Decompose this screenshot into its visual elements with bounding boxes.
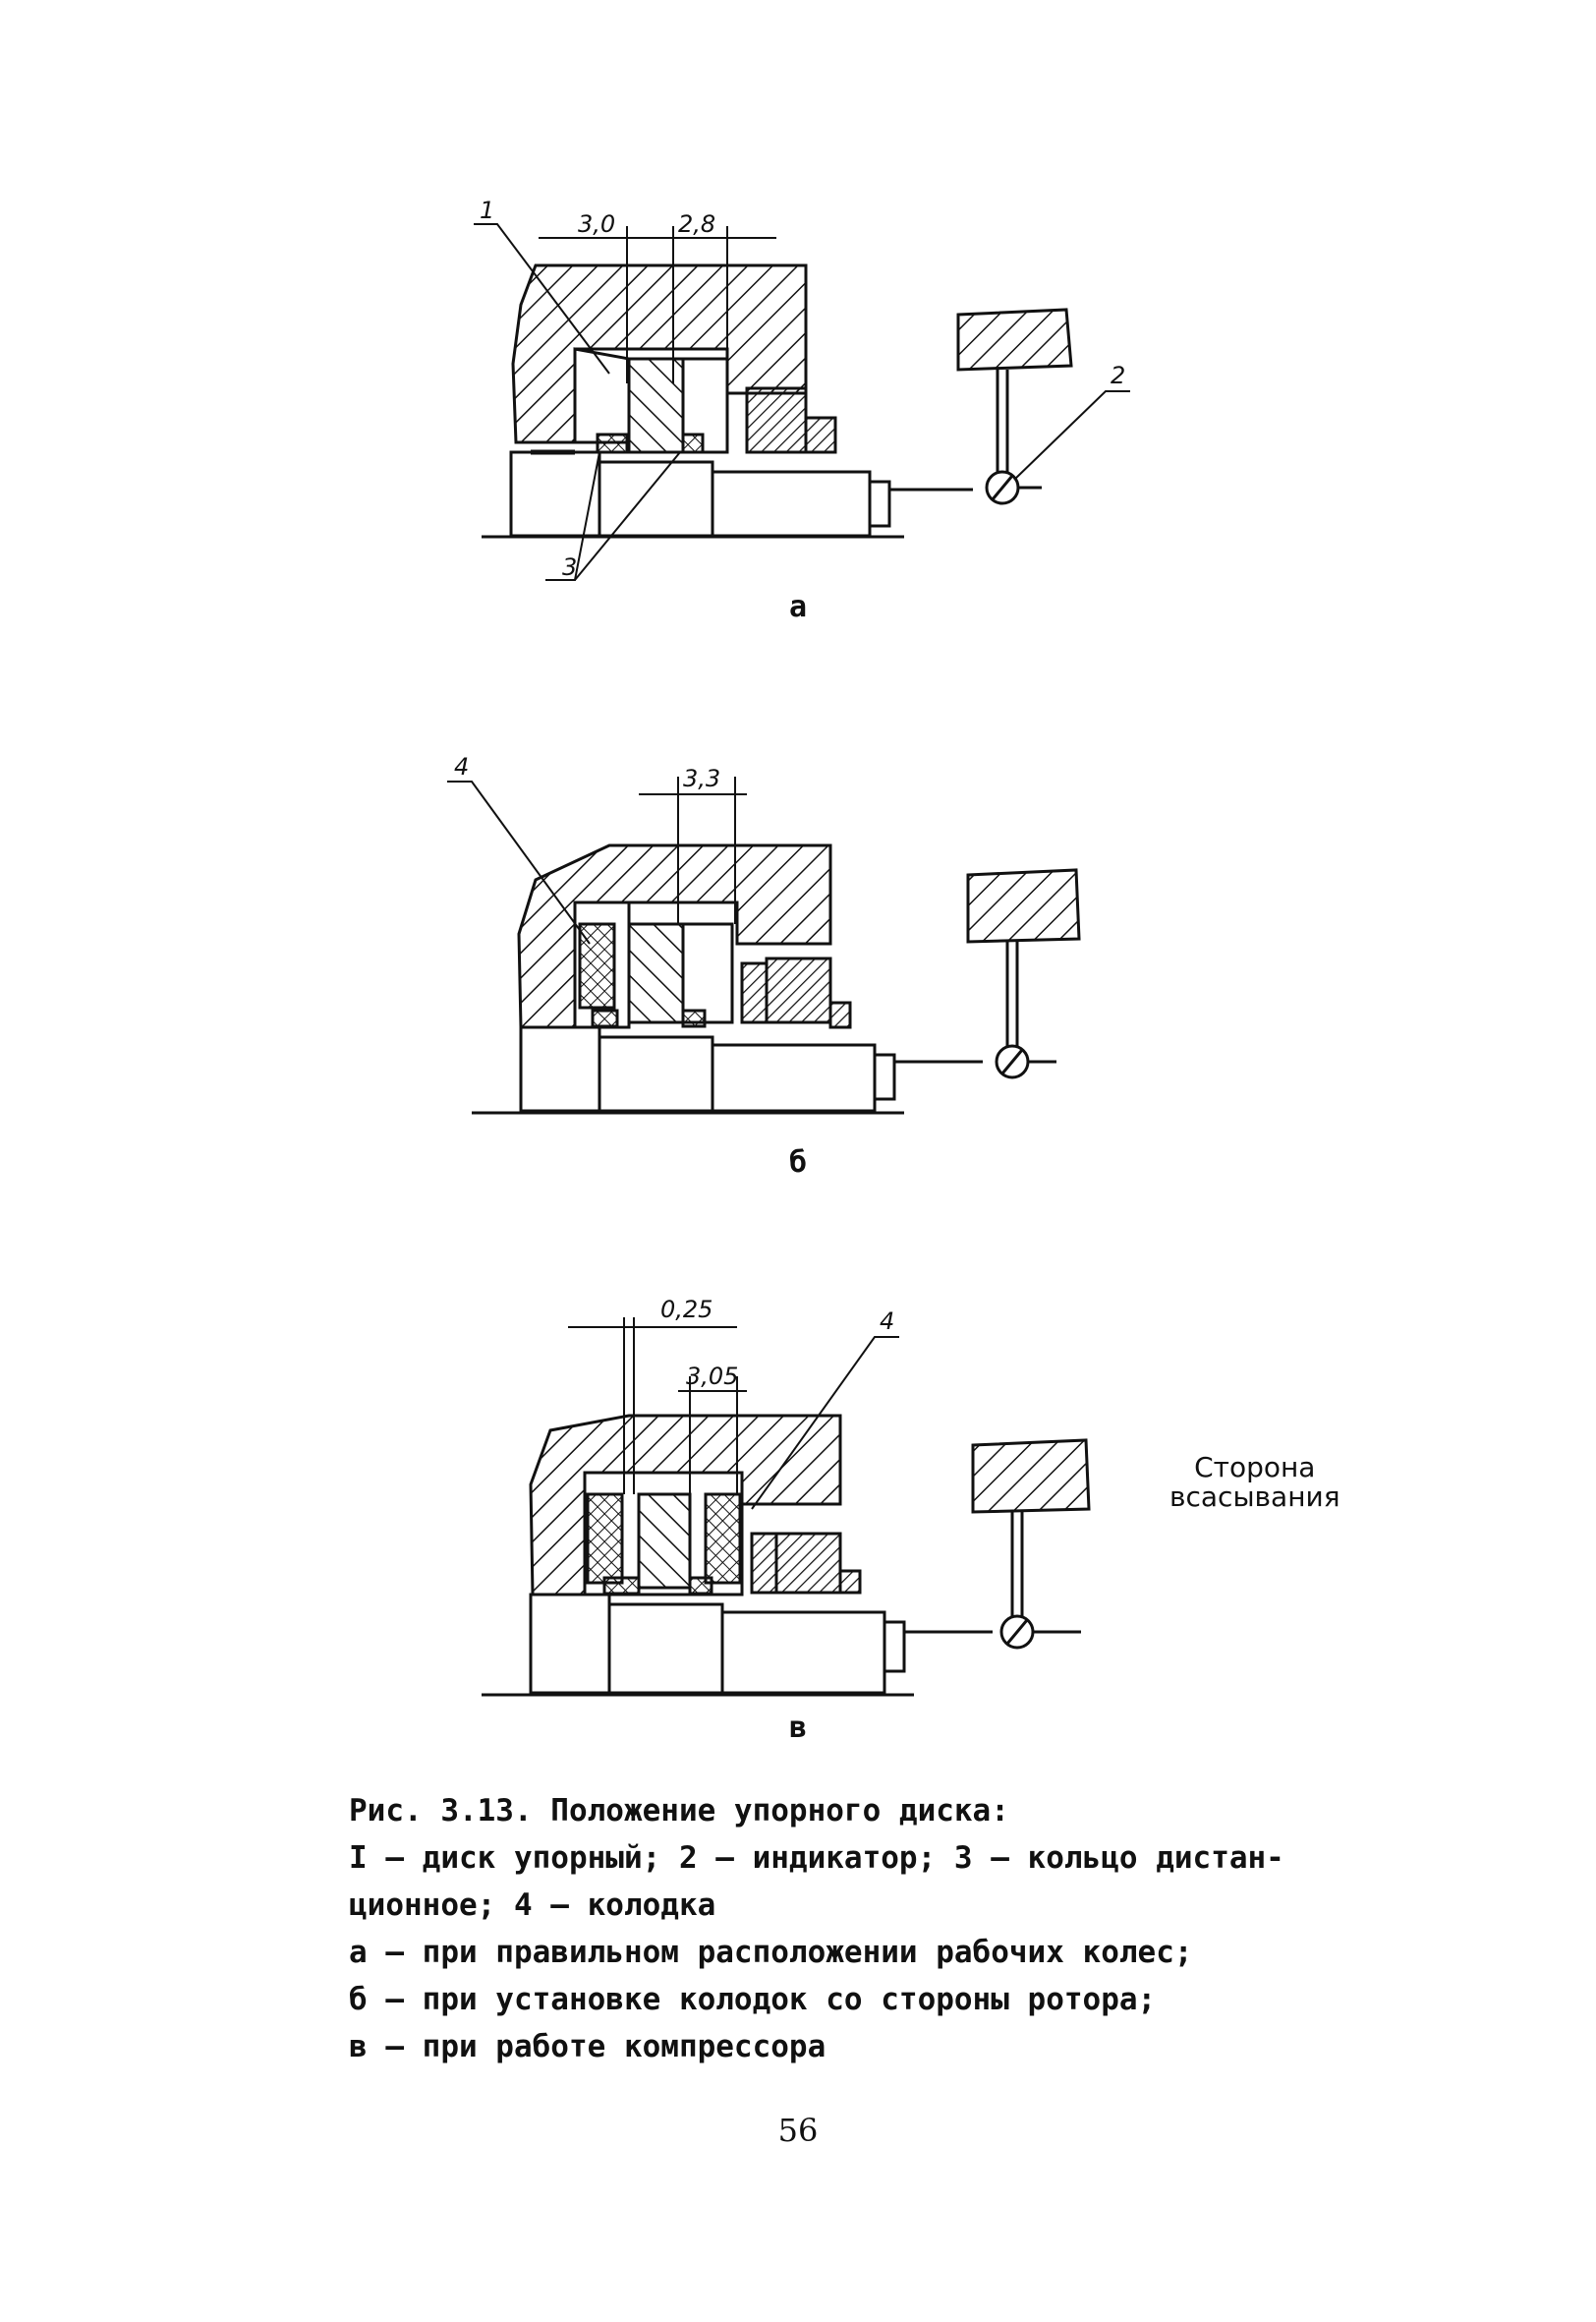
dim-label: 2,8	[678, 210, 715, 238]
figure-c-label: в	[788, 1711, 808, 1745]
figure-a-drawing: 3,0 2,8 1 2 3	[474, 197, 1130, 581]
thrust-shoe	[586, 1492, 624, 1585]
dim-label: 3,3	[683, 765, 720, 792]
figure-c: 0,25 3,05 4	[0, 1298, 1596, 1711]
figure-a-label: а	[788, 590, 808, 624]
dim-label: 3,0	[578, 210, 615, 238]
side-note-line: всасывания	[1169, 1480, 1340, 1513]
shaft-mid	[598, 460, 714, 538]
bearing-block	[774, 1532, 842, 1595]
page-number: 56	[777, 2112, 819, 2149]
figure-c-drawing: 0,25 3,05 4	[482, 1298, 1091, 1697]
figure-caption: Рис. 3.13. Положение упорного диска: I –…	[349, 1787, 1341, 2070]
thrust-disc	[637, 1492, 692, 1590]
shaft-right	[720, 1610, 886, 1695]
thrust-disc	[627, 922, 685, 1024]
callout-2: 2	[1111, 362, 1125, 389]
suction-side-note: Сторона всасывания	[1169, 1453, 1340, 1512]
indicator-head	[966, 868, 1081, 944]
indicator-head	[971, 1438, 1091, 1514]
callout-4: 4	[880, 1307, 894, 1335]
callout-3: 3	[562, 553, 577, 581]
figure-b: 3,3 4	[0, 747, 1596, 1140]
housing	[517, 843, 832, 1029]
caption-title: Рис. 3.13. Положение упорного диска:	[349, 1793, 1009, 1829]
side-note-line: Сторона	[1194, 1451, 1316, 1483]
indicator-head	[956, 308, 1073, 372]
bearing-block	[745, 386, 808, 454]
caption-item-a: а – при правильном расположении рабочих …	[349, 1935, 1193, 1970]
shaft-mid	[598, 1035, 714, 1113]
thrust-disc	[627, 357, 685, 454]
caption-item-b: б – при установке колодок со стороны рот…	[349, 1982, 1157, 2017]
spacer-ring	[602, 1576, 641, 1596]
spacer-ring	[596, 433, 629, 454]
callout-1: 1	[480, 197, 494, 224]
shaft-left	[529, 1593, 611, 1695]
shaft-mid	[607, 1602, 724, 1695]
callout-4: 4	[454, 753, 469, 781]
figure-b-label: б	[788, 1145, 808, 1180]
dim-label: 0,25	[660, 1298, 712, 1323]
caption-legend: ционное; 4 – колодка	[349, 1887, 716, 1923]
figure-a: 3,0 2,8 1 2 3	[0, 187, 1596, 649]
caption-item-c: в – при работе компрессора	[349, 2029, 826, 2064]
dim-label: 3,05	[686, 1363, 738, 1390]
figure-b-drawing: 3,3 4	[447, 753, 1081, 1115]
shaft-left	[519, 1025, 601, 1113]
spacer-ring	[591, 1009, 619, 1028]
thrust-shoe	[704, 1492, 742, 1585]
caption-legend: I – диск упорный; 2 – индикатор; 3 – кол…	[349, 1840, 1284, 1876]
shaft-right	[711, 1043, 877, 1113]
shaft-right	[711, 470, 872, 538]
bearing-block	[765, 957, 832, 1024]
